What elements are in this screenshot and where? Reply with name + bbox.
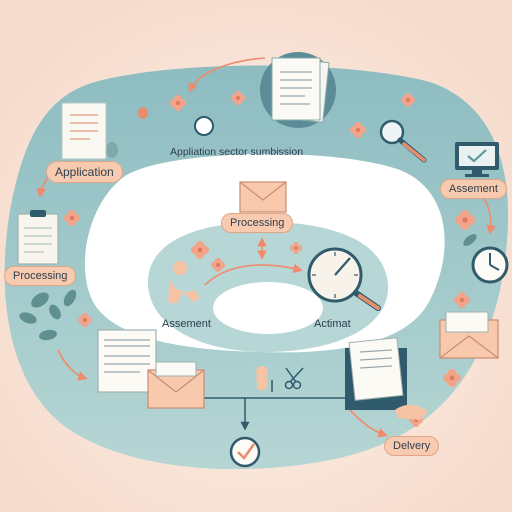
checkmark-badge-icon [229,436,261,468]
flowers [64,91,475,427]
application-document-icon [61,102,214,160]
magnifier-icon [379,119,427,163]
clock-icon [471,246,509,284]
application-form-icon [97,329,205,409]
clipboard-icon [17,210,59,265]
delivery-box-icon [345,337,428,420]
monitor-check-icon [455,142,499,177]
label-processing-left: Processing [4,266,77,286]
label-processing-center: Processing [221,213,294,233]
open-envelope-icon [439,311,499,359]
arrows [36,57,496,438]
label-assement-inner: Assement [162,318,211,330]
stopwatch-icon [307,247,381,311]
label-application: Application [46,161,123,183]
leaves [19,107,477,341]
label-delvery: Delvery [384,436,440,456]
inner-loop-hole [213,282,323,334]
label-assement-right: Assement [440,179,507,199]
person-icon [168,261,268,390]
scissors-icon [284,367,304,390]
label-top-caption: Appliation sector sumbission [170,146,304,158]
document-stack-icon [260,52,336,128]
label-actimat: Actimat [314,318,351,330]
envelope-icon [239,181,287,213]
